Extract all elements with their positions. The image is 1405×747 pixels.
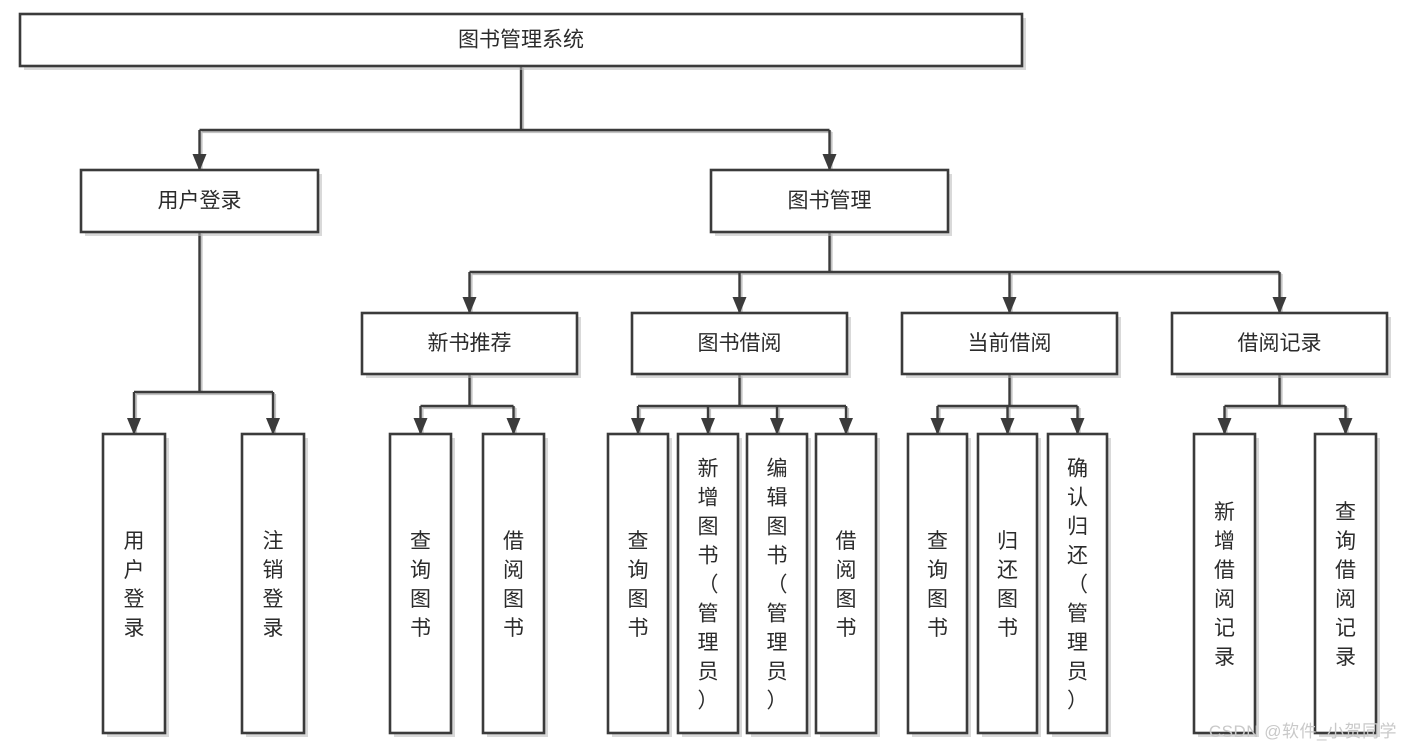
node-label: 图书管理: [788, 190, 872, 213]
node-leaf-4[interactable]: 查询图书: [606, 432, 672, 737]
node-label: 借阅记录: [1238, 332, 1322, 355]
arrow-head-icon: [839, 418, 853, 435]
arrow-head-icon: [1272, 297, 1287, 314]
node-leaf-10[interactable]: 确认归还（管理员）: [1046, 432, 1111, 737]
node-leaf-11[interactable]: 新增借阅记录: [1192, 432, 1259, 737]
node-leaf-12[interactable]: 查询借阅记录: [1313, 432, 1380, 737]
node-label: 借阅图书: [503, 530, 524, 640]
arrow-head-icon: [127, 418, 141, 435]
node-boxes: 图书管理系统用户登录图书管理新书推荐图书借阅当前借阅借阅记录用户登录注销登录查询…: [18, 12, 1391, 737]
arrow-head-icon: [413, 418, 428, 435]
node-label: 图书借阅: [698, 332, 782, 355]
arrow-head-icon: [732, 297, 747, 314]
arrow-head-icon: [266, 418, 280, 435]
node-leaf-1[interactable]: 注销登录: [240, 432, 308, 737]
arrow-head-icon: [192, 154, 207, 171]
node-label: 确认归还（管理员）: [1067, 458, 1088, 713]
node-level3-2[interactable]: 当前借阅: [900, 311, 1121, 378]
node-label: 新增图书（管理员）: [698, 458, 719, 713]
node-label: 借阅图书: [836, 530, 857, 640]
node-leaf-6[interactable]: 编辑图书（管理员）: [745, 432, 811, 737]
arrow-head-icon: [930, 418, 945, 435]
node-leaf-9[interactable]: 归还图书: [976, 432, 1041, 737]
node-leaf-8[interactable]: 查询图书: [906, 432, 971, 737]
csdn-watermark: CSDN @软件_小贺同学: [1208, 722, 1397, 741]
node-leaf-5[interactable]: 新增图书（管理员）: [676, 432, 742, 737]
node-label: 查询图书: [927, 530, 948, 640]
arrow-head-icon: [1002, 297, 1017, 314]
node-level3-3[interactable]: 借阅记录: [1170, 311, 1391, 378]
arrow-head-icon: [822, 154, 837, 171]
arrow-head-icon: [506, 418, 521, 435]
arrow-head-icon: [462, 297, 477, 314]
arrow-head-icon: [1000, 418, 1015, 435]
node-level3-0[interactable]: 新书推荐: [360, 311, 581, 378]
node-label: 编辑图书（管理员）: [767, 458, 788, 713]
node-label: 新书推荐: [428, 332, 512, 355]
node-leaf-2[interactable]: 查询图书: [388, 432, 455, 737]
node-level2-0[interactable]: 用户登录: [79, 168, 322, 236]
connector-edges: [127, 66, 1353, 435]
node-level2-1[interactable]: 图书管理: [709, 168, 952, 236]
node-root-图书管理系统[interactable]: 图书管理系统: [18, 12, 1026, 70]
node-label: 归还图书: [997, 530, 1018, 640]
node-label: 当前借阅: [968, 332, 1052, 355]
arrow-head-icon: [631, 418, 645, 435]
node-label: 用户登录: [124, 530, 145, 640]
arrow-head-icon: [1338, 418, 1353, 435]
node-label: 查询借阅记录: [1335, 501, 1356, 669]
node-leaf-3[interactable]: 借阅图书: [481, 432, 548, 737]
node-label: 图书管理系统: [458, 29, 584, 52]
node-level3-1[interactable]: 图书借阅: [630, 311, 851, 378]
node-leaf-7[interactable]: 借阅图书: [814, 432, 880, 737]
node-label: 用户登录: [158, 190, 242, 213]
node-label: 查询图书: [628, 530, 649, 640]
arrow-head-icon: [701, 418, 715, 435]
arrow-head-icon: [1070, 418, 1085, 435]
node-label: 查询图书: [410, 530, 431, 640]
node-label: 注销登录: [263, 530, 284, 640]
node-leaf-0[interactable]: 用户登录: [101, 432, 169, 737]
arrow-head-icon: [770, 418, 784, 435]
node-label: 新增借阅记录: [1214, 501, 1235, 669]
arrow-head-icon: [1217, 418, 1232, 435]
